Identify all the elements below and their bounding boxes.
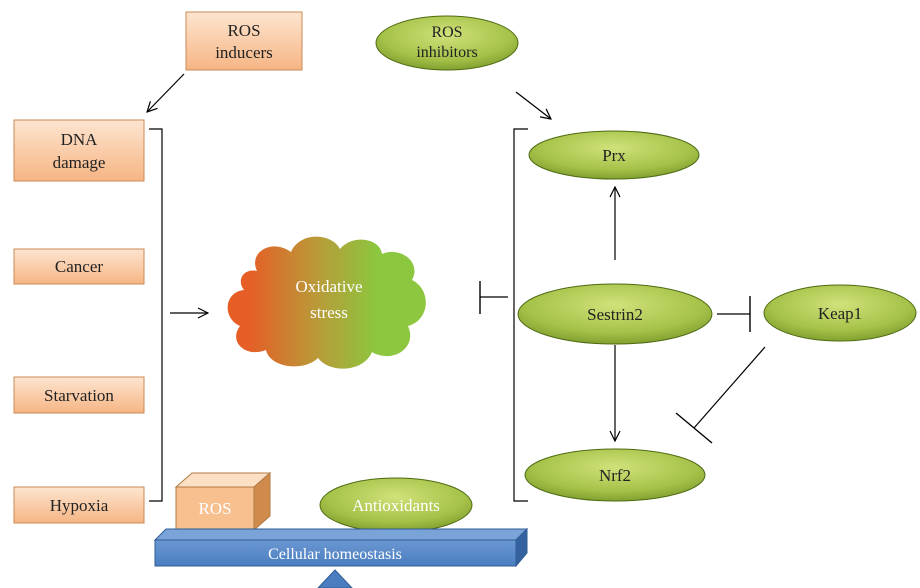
dna-damage-label-line2: damage: [53, 153, 106, 172]
sestrin2-label: Sestrin2: [587, 305, 643, 324]
inhibit-bar-nrf2: [675, 412, 713, 444]
ros-inducers-label-line2: inducers: [215, 43, 273, 62]
antioxidants-ellipse: Antioxidants: [319, 477, 473, 533]
starvation-label: Starvation: [44, 386, 114, 405]
ros-inhibitors-label-line1: ROS: [431, 24, 462, 41]
oxidative-stress-label-line1: Oxidative: [295, 277, 362, 296]
ros-inducers-label-line1: ROS: [227, 21, 260, 40]
antioxidants-label: Antioxidants: [352, 496, 440, 515]
arrow-inhibitors-to-prx: [515, 91, 551, 119]
ros-inducers-box: ROS inducers: [185, 11, 303, 71]
ros-inhibitors-label-line2: inhibitors: [416, 44, 477, 61]
cancer-box: Cancer: [13, 248, 145, 285]
oxidative-stress-cloud: Oxidative stress: [227, 236, 426, 369]
dna-damage-box: DNA damage: [13, 119, 145, 182]
nrf2-label: Nrf2: [599, 466, 631, 485]
keap1-ellipse: Keap1: [763, 284, 917, 342]
keap1-label: Keap1: [818, 304, 862, 323]
arrow-inducers-to-causes: [147, 73, 185, 112]
hypoxia-box: Hypoxia: [13, 486, 145, 524]
starvation-box: Starvation: [13, 376, 145, 414]
inhibit-line-nrf2: [693, 346, 766, 429]
hypoxia-label: Hypoxia: [50, 496, 109, 515]
ros-inhibitors-ellipse: ROS inhibitors: [375, 15, 519, 71]
dna-damage-label-line1: DNA: [61, 130, 99, 149]
oxidative-stress-label-line2: stress: [310, 303, 348, 322]
sestrin2-ellipse: Sestrin2: [517, 283, 713, 345]
nrf2-ellipse: Nrf2: [524, 448, 706, 502]
inducers-bracket: [149, 128, 163, 502]
cancer-label: Cancer: [55, 257, 103, 276]
prx-ellipse: Prx: [528, 130, 700, 180]
cellular-homeostasis-beam: Cellular homeostasis: [153, 527, 529, 568]
ros-cube-label: ROS: [198, 499, 231, 518]
sestrin-bracket: [513, 128, 528, 502]
cellular-homeostasis-label: Cellular homeostasis: [268, 546, 402, 563]
prx-label: Prx: [602, 146, 626, 165]
balance-fulcrum: [317, 569, 353, 588]
ros-cube: ROS: [174, 471, 272, 532]
